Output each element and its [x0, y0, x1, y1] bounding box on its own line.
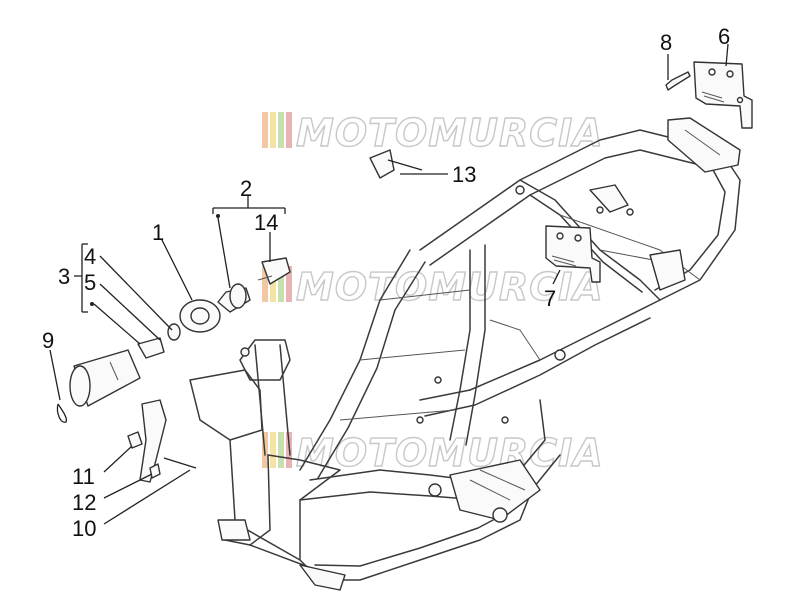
watermark-text: MOTOMURCIA: [296, 111, 604, 155]
watermark-top: MOTOMURCIA: [262, 110, 604, 156]
callout-5: 5: [84, 270, 96, 295]
callout-4: 4: [84, 244, 96, 269]
callout-6: 6: [718, 24, 730, 49]
part-6-plate: [693, 61, 753, 129]
callout-10: 10: [72, 516, 96, 541]
part-4-washer: [167, 323, 181, 341]
part-2-lock-cylinder: [217, 283, 251, 313]
watermark-stripe: [286, 266, 292, 302]
watermark-text: MOTOMURCIA: [296, 265, 604, 309]
callout-labels: 1 2 3 4 5 6 7 8 9 10 11 12 13 14: [42, 24, 730, 541]
callout-1: 1: [152, 220, 164, 245]
callout-14: 14: [254, 210, 278, 235]
callout-12: 12: [72, 490, 96, 515]
callout-3: 3: [58, 264, 70, 289]
part-5-lever: [137, 337, 165, 359]
watermark-bottom: MOTOMURCIA: [262, 430, 604, 476]
callout-11: 11: [72, 464, 95, 489]
callout-13: 13: [452, 162, 476, 187]
watermark-stripe: [270, 112, 276, 148]
callout-8: 8: [660, 30, 672, 55]
part-7-plate: [545, 225, 601, 283]
part-14-key-cover: [257, 257, 291, 285]
watermark-stripe: [270, 266, 276, 302]
part-9-sleeve: [56, 349, 141, 423]
callout-7: 7: [544, 286, 556, 311]
callout-9: 9: [42, 328, 54, 353]
watermark-stripe: [278, 112, 284, 148]
watermark-stripe: [278, 266, 284, 302]
part-1-lock-disc: [179, 299, 221, 333]
watermark-stripe: [262, 266, 268, 302]
watermark-stripe: [278, 432, 284, 468]
leader-lines: [49, 43, 729, 525]
watermark-stripe: [262, 112, 268, 148]
callout-2: 2: [240, 176, 252, 201]
scooter-frame: [189, 117, 741, 591]
watermark-stripe: [270, 432, 276, 468]
part-8-bolt: [665, 71, 691, 91]
part-13-pin: [369, 149, 423, 179]
part-11-bolt: [127, 431, 143, 449]
watermark-stripe: [286, 112, 292, 148]
watermark-text: MOTOMURCIA: [296, 431, 604, 475]
part-10-stand-lever: [139, 399, 197, 483]
watermark-middle: MOTOMURCIA: [262, 264, 604, 310]
